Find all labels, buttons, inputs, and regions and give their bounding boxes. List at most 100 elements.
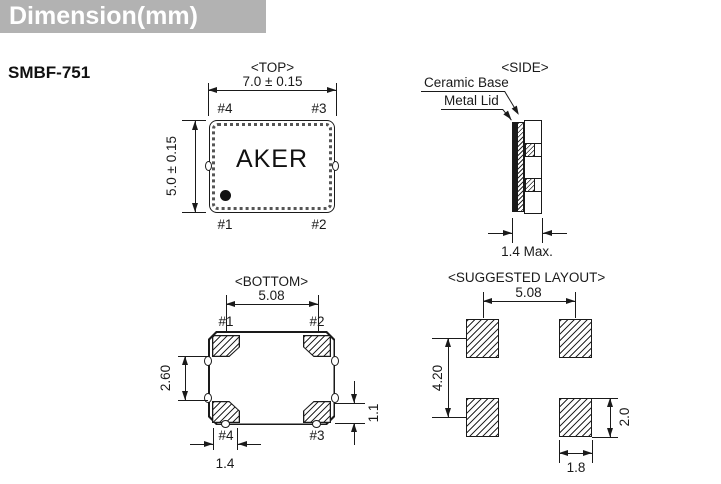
- side-notch: [332, 161, 339, 171]
- dim-line: [610, 398, 611, 437]
- castellation-notch: [331, 356, 339, 366]
- ext-line: [575, 292, 576, 318]
- arrowhead: [583, 449, 592, 456]
- seam-ring: [212, 123, 332, 210]
- ext-line: [318, 295, 319, 331]
- arrowhead: [208, 87, 217, 93]
- castellation-line: [534, 191, 542, 192]
- arrowhead: [226, 301, 235, 307]
- seam-section: [517, 122, 524, 212]
- pin-label: #3: [311, 101, 327, 116]
- dim-line: [185, 356, 186, 400]
- bottom-pad-3: [303, 401, 331, 423]
- ext-line: [182, 212, 206, 213]
- ext-line: [542, 218, 543, 243]
- arrowhead: [350, 423, 357, 432]
- dim-line: [208, 90, 336, 91]
- callout-underline: [441, 109, 503, 111]
- top-height-dimension: 5.0 ± 0.15: [164, 136, 179, 196]
- dim-line: [354, 423, 355, 445]
- arrowhead: [606, 398, 613, 407]
- layout-pad: [559, 398, 592, 437]
- pin-label: #2: [309, 314, 325, 329]
- castellation-line: [534, 156, 542, 157]
- dim-line: [483, 301, 575, 302]
- ext-line: [592, 440, 593, 463]
- bottom-gap-dimension: 2.60: [158, 364, 173, 392]
- top-width-dimension: 7.0 ± 0.15: [242, 74, 303, 89]
- layout-pitch-x-dimension: 5.08: [515, 285, 542, 300]
- arrowhead: [350, 394, 357, 403]
- ext-line: [592, 437, 618, 438]
- ext-line: [226, 295, 227, 331]
- ext-line: [178, 356, 208, 357]
- dim-line: [195, 121, 196, 212]
- layout-pad: [466, 398, 499, 437]
- bottom-pad-1: [212, 335, 240, 357]
- arrowhead: [191, 121, 198, 130]
- pin-label: #2: [311, 217, 327, 232]
- pin-label: #4: [218, 428, 234, 443]
- metal-lid-shape: [512, 122, 517, 212]
- dim-line: [559, 453, 592, 454]
- arrowhead: [543, 229, 552, 236]
- arrowhead: [309, 301, 318, 307]
- pin-label: #1: [218, 314, 234, 329]
- model-number: SMBF-751: [8, 63, 91, 82]
- arrowhead: [566, 297, 575, 304]
- ext-line: [483, 292, 484, 318]
- arrowhead: [444, 338, 451, 347]
- ceramic-base-callout: Ceramic Base: [424, 75, 509, 90]
- dim-line: [190, 444, 213, 445]
- castellation-notch: [221, 420, 230, 428]
- arrowhead: [327, 87, 336, 93]
- castellation-line: [534, 178, 542, 179]
- ext-line: [178, 400, 208, 401]
- ext-line: [335, 423, 365, 424]
- ext-line: [512, 218, 513, 243]
- castellation-line: [534, 143, 542, 144]
- pin-label: #4: [217, 101, 233, 116]
- bottom-pad-height-dimension: 1.1: [366, 403, 381, 423]
- ext-line: [213, 428, 214, 450]
- pin1-marker-dot: [220, 190, 231, 201]
- metal-lid-callout: Metal Lid: [444, 93, 499, 108]
- bottom-pad-width-dimension: 1.4: [215, 456, 235, 471]
- ext-line: [592, 398, 618, 399]
- callout-underline: [421, 91, 505, 93]
- arrowhead: [181, 356, 188, 365]
- ext-line: [208, 83, 209, 116]
- side-pad: [525, 143, 535, 157]
- dim-line: [354, 381, 355, 403]
- layout-pad-height-dimension: 2.0: [617, 407, 632, 427]
- ext-line: [432, 417, 466, 418]
- bottom-view-label: <BOTTOM>: [234, 274, 309, 289]
- arrowhead: [238, 440, 247, 447]
- arrowhead: [503, 110, 514, 122]
- dim-line: [488, 233, 512, 234]
- arrowhead: [181, 391, 188, 400]
- arrowhead: [483, 297, 492, 304]
- dim-line: [543, 233, 567, 234]
- arrowhead: [559, 449, 568, 456]
- ext-line: [182, 120, 206, 121]
- side-thickness-dimension: 1.4 Max.: [501, 244, 553, 259]
- top-view-label: <TOP>: [250, 60, 295, 75]
- layout-pitch-y-dimension: 4.20: [430, 364, 445, 392]
- layout-pad-width-dimension: 1.8: [566, 460, 586, 475]
- castellation-notch: [331, 393, 339, 403]
- bottom-pad-2: [303, 335, 331, 357]
- castellation-notch: [204, 356, 212, 366]
- layout-pad: [466, 319, 499, 358]
- page-title: Dimension(mm): [0, 0, 266, 33]
- arrowhead: [606, 428, 613, 437]
- pin-label: #3: [309, 428, 325, 443]
- brand-marking: AKER: [235, 145, 309, 173]
- side-view-label: <SIDE>: [501, 60, 549, 75]
- bottom-pitch-dimension: 5.08: [258, 288, 285, 303]
- ext-line: [336, 83, 337, 116]
- arrowhead: [503, 229, 512, 236]
- dim-line: [226, 304, 318, 305]
- arrowhead: [444, 408, 451, 417]
